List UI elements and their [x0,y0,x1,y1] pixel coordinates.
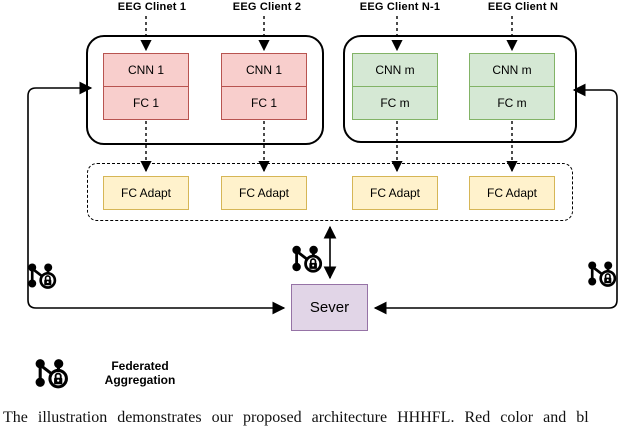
client2-label: EEG Client 2 [232,1,302,13]
clientN1-label: EEG Client N-1 [359,1,441,13]
adapter-box-2: FC Adapt [221,176,307,210]
clientN-model: CNN m FC m [469,53,555,121]
federated-aggregation-icon [26,261,58,290]
server-box: Sever [291,284,368,331]
client1-fc-block: FC 1 [103,86,189,120]
clientN1-model: CNN m FC m [352,53,438,121]
figure-caption: The illustration demonstrates our propos… [3,409,589,426]
client1-cnn-block: CNN 1 [103,53,189,87]
clientN-fc-block: FC m [469,86,555,120]
arrow-server-left-group [27,81,286,315]
federated-aggregation-icon [586,259,618,288]
arrow-server-right-group [373,83,618,315]
legend-label-line1: Federated [111,359,169,373]
server-label: Sever [309,299,350,316]
legend-label-line2: Aggregation [104,373,176,387]
adapter-box-4: FC Adapt [469,176,555,210]
clientN1-fc-block: FC m [352,86,438,120]
client2-cnn-block: CNN 1 [221,53,307,87]
client1-label: EEG Clinet 1 [117,1,187,13]
client2-model: CNN 1 FC 1 [221,53,307,121]
client2-fc-block: FC 1 [221,86,307,120]
federated-aggregation-legend-icon [33,356,70,390]
adapter-box-1: FC Adapt [103,176,189,210]
client1-model: CNN 1 FC 1 [103,53,189,121]
clientN-label: EEG Client N [487,1,559,13]
federated-aggregation-icon [290,243,324,274]
adapter-box-3: FC Adapt [352,176,438,210]
legend-label: Federated Aggregation [95,359,185,387]
clientN-cnn-block: CNN m [469,53,555,87]
clientN1-cnn-block: CNN m [352,53,438,87]
